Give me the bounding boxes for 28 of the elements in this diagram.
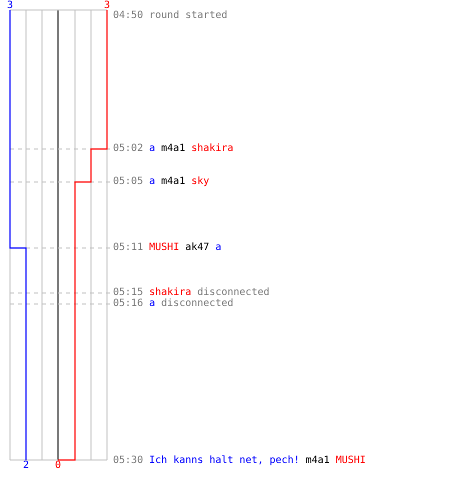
- event-text: a: [215, 242, 222, 253]
- event-time: 05:02: [113, 143, 144, 154]
- event-text: round started: [149, 10, 228, 21]
- event-text: Ich kanns halt net, pech!: [149, 455, 300, 466]
- count-number: 3: [104, 1, 110, 11]
- event-time: 05:15: [113, 287, 144, 298]
- event-text: shakira: [191, 143, 234, 154]
- event-text: m4a1: [161, 176, 186, 187]
- event-time: 05:16: [113, 298, 144, 309]
- event-time: 05:05: [113, 176, 144, 187]
- event-text: sky: [191, 176, 210, 187]
- event-text: disconnected: [197, 287, 270, 298]
- event-text: a: [149, 176, 156, 187]
- event-text: m4a1: [161, 143, 186, 154]
- count-number: 0: [55, 461, 62, 471]
- event-text: MUSHI: [149, 242, 180, 253]
- event-text: disconnected: [161, 298, 234, 309]
- count-number: 3: [7, 1, 14, 11]
- event-time: 05:11: [113, 242, 144, 253]
- event-time: 04:50: [113, 10, 144, 21]
- event-text: MUSHI: [336, 455, 366, 466]
- event-text: a: [149, 298, 156, 309]
- event-time: 05:30: [113, 455, 144, 466]
- count-number: 2: [23, 461, 30, 471]
- event-text: ak47: [185, 242, 210, 253]
- event-text: m4a1: [306, 455, 330, 466]
- event-text: shakira: [149, 287, 192, 298]
- event-text: a: [149, 143, 156, 154]
